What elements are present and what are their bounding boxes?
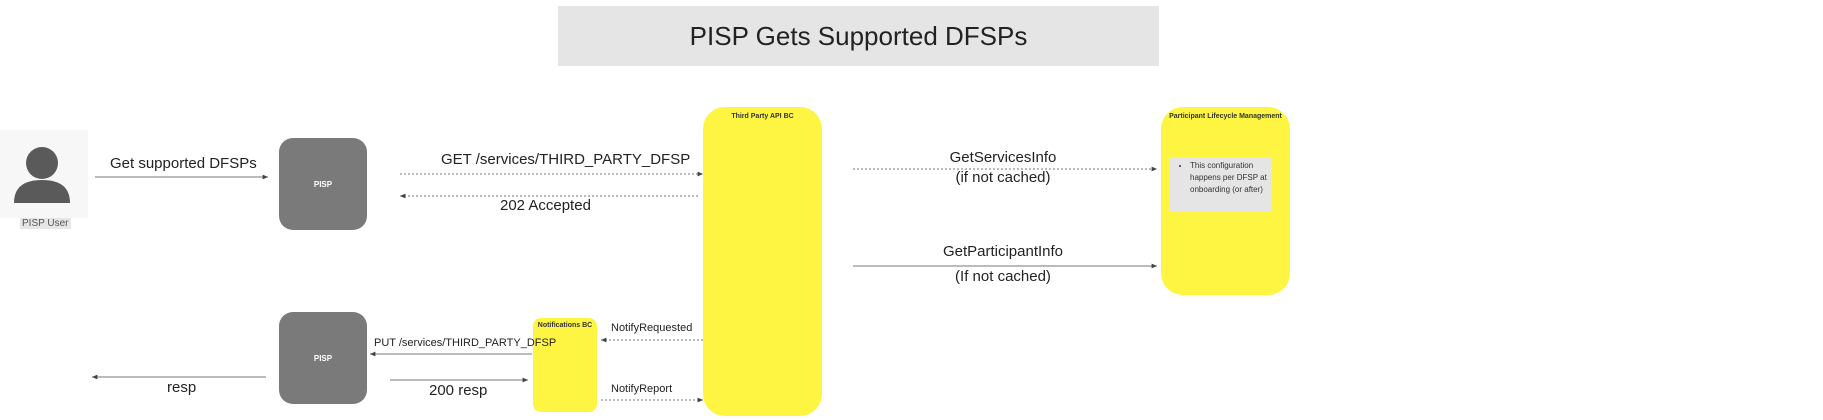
- label-accepted: 202 Accepted: [500, 197, 591, 214]
- notifications-node[interactable]: Notifications BC: [533, 318, 597, 412]
- label-get-participant-info-1: GetParticipantInfo: [942, 243, 1064, 260]
- label-get-services-info-line2: (if not cached): [955, 169, 1051, 186]
- label-get-participant-info-2: (If not cached): [955, 268, 1051, 285]
- label-put-services: PUT /services/THIRD_PARTY_DFSP: [374, 337, 557, 349]
- label-get-services-info-line1: GetServicesInfo: [949, 149, 1057, 166]
- onboarding-note-text: This configuration happens per DFSP at o…: [1190, 160, 1272, 196]
- third-party-api-label: Third Party API BC: [731, 113, 794, 120]
- label-200-resp: 200 resp: [429, 382, 488, 399]
- diagram-title: PISP Gets Supported DFSPs: [558, 6, 1159, 66]
- person-icon: [14, 147, 70, 203]
- user-label: PISP User: [20, 218, 71, 229]
- pisp-node-top[interactable]: PISP: [279, 138, 367, 230]
- participant-lifecycle-label: Participant Lifecycle Management: [1169, 113, 1282, 120]
- label-notify-requested: NotifyRequested: [611, 322, 693, 334]
- third-party-api-node[interactable]: Third Party API BC: [703, 107, 822, 416]
- notifications-label: Notifications BC: [537, 322, 593, 329]
- label-get-services: GET /services/THIRD_PARTY_DFSP: [441, 151, 691, 168]
- label-notify-report: NotifyReport: [611, 383, 673, 395]
- pisp-node-bottom[interactable]: PISP: [279, 312, 367, 404]
- label-resp: resp: [167, 379, 197, 396]
- onboarding-note: This configuration happens per DFSP at o…: [1169, 157, 1272, 212]
- label-get-services-info: GetServicesInfo (if not cached): [930, 148, 1076, 188]
- label-get-supported: Get supported DFSPs: [110, 155, 257, 172]
